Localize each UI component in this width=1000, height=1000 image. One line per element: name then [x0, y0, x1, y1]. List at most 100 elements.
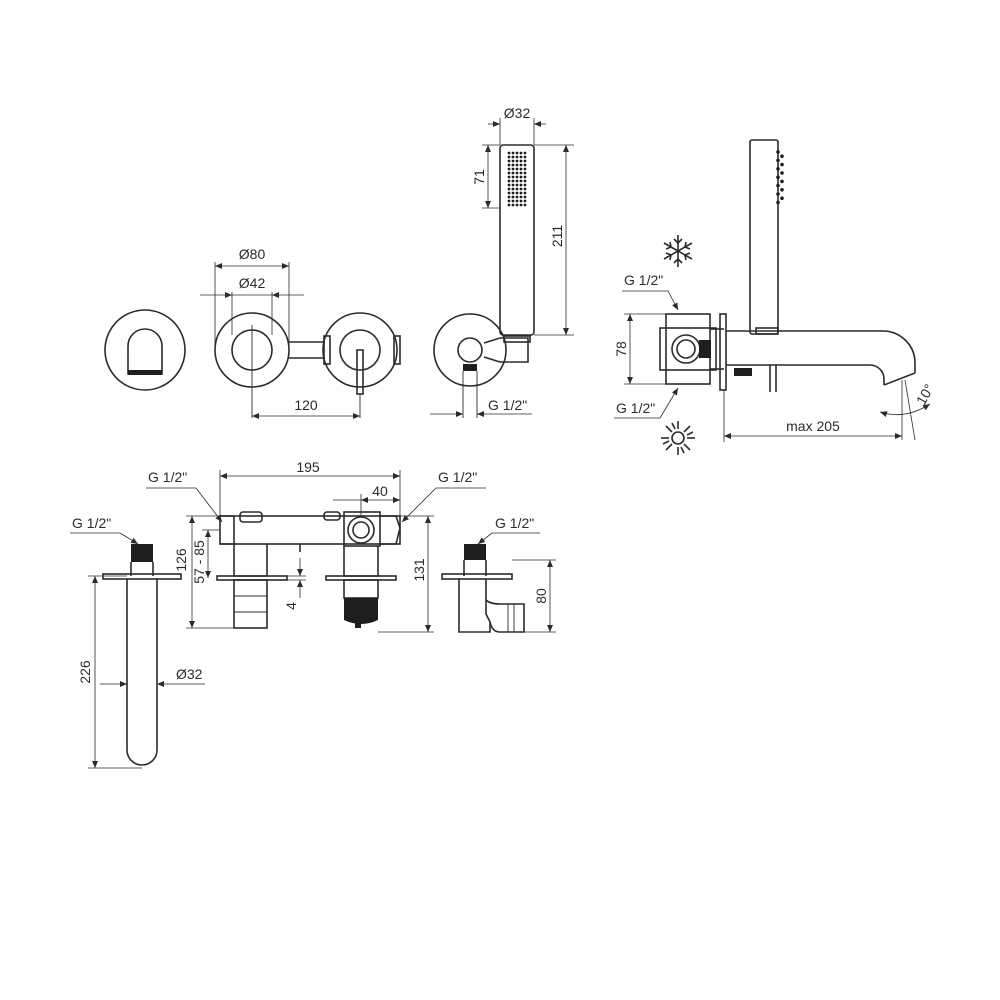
nozzle-dot: [507, 175, 511, 179]
nozzle-dot: [519, 175, 523, 179]
nozzle-dot: [519, 191, 523, 195]
nozzle-dot: [519, 179, 523, 183]
label-195: 195: [296, 459, 320, 475]
nozzle-dot: [511, 199, 515, 203]
dim-rosette-outer: Ø80: [214, 246, 290, 350]
nozzle-dot: [511, 195, 515, 199]
connecting-pipe: [289, 335, 331, 365]
label-d80: Ø80: [239, 246, 266, 262]
dim-head-length: 71: [471, 144, 500, 209]
side-handshower: [749, 139, 779, 335]
label-d32-spout: Ø32: [176, 666, 203, 682]
dim-height78: 78: [613, 313, 666, 385]
shower-nozzles: [507, 151, 527, 207]
nozzle-dot: [511, 183, 515, 187]
side-nozzle-dot: [780, 188, 784, 192]
label-71: 71: [471, 169, 487, 185]
nozzle-dot: [523, 199, 527, 203]
nozzle-dot: [515, 171, 519, 175]
nozzle-dot: [515, 155, 519, 159]
label-g12-holder: G 1/2": [495, 515, 534, 531]
nozzle-dot: [515, 163, 519, 167]
nozzle-dot: [523, 151, 527, 155]
label-max205: max 205: [786, 418, 840, 434]
dim-angle: 10°: [879, 379, 937, 441]
nozzle-dot: [523, 171, 527, 175]
shower-holder-rosette: [433, 313, 531, 418]
mixer-rosette: [322, 312, 401, 418]
nozzle-dot: [523, 167, 527, 171]
nozzle-dot: [511, 163, 515, 167]
dim-spacing: 120: [252, 397, 360, 419]
label-211: 211: [549, 225, 565, 248]
nozzle-dot: [515, 199, 519, 203]
label-d42: Ø42: [239, 275, 266, 291]
nozzle-dot: [523, 163, 527, 167]
nozzle-dot: [523, 195, 527, 199]
nozzle-dot: [507, 159, 511, 163]
nozzle-dot: [515, 183, 519, 187]
dim-inlet-cold: G 1/2": [622, 272, 679, 311]
side-nozzle-dot: [776, 167, 780, 171]
nozzle-dot: [519, 151, 523, 155]
side-body: [659, 313, 752, 391]
nozzle-dot: [511, 191, 515, 195]
nozzle-dot: [511, 171, 515, 175]
label-4: 4: [283, 602, 299, 610]
side-nozzle-dot: [776, 175, 780, 179]
dim-handshower-length: 211: [534, 144, 574, 336]
label-g12-spout: G 1/2": [72, 515, 111, 531]
label-78: 78: [613, 341, 629, 357]
nozzle-dot: [511, 159, 515, 163]
label-angle: 10°: [913, 381, 937, 407]
dim-rosette-inner: Ø42: [200, 275, 304, 335]
label-g12-outlet: G 1/2": [488, 397, 527, 413]
spout-rosette: [104, 309, 186, 391]
nozzle-dot: [523, 187, 527, 191]
nozzle-dot: [515, 203, 519, 207]
side-nozzle-dot: [776, 158, 780, 163]
nozzle-dot: [507, 163, 511, 167]
label-80: 80: [533, 588, 549, 604]
nozzle-dot: [511, 167, 515, 171]
nozzle-dot: [515, 167, 519, 171]
label-120: 120: [294, 397, 318, 413]
nozzle-dot: [523, 203, 527, 207]
side-nozzle-dot: [776, 150, 780, 154]
label-d32-handshower: Ø32: [504, 105, 531, 121]
nozzle-dot: [519, 163, 523, 167]
dim-outlet-thread: G 1/2": [430, 397, 532, 417]
nozzle-dot: [515, 191, 519, 195]
label-g12-body-left: G 1/2": [148, 469, 187, 485]
holder-section: G 1/2" 80: [441, 515, 556, 633]
nozzle-dot: [515, 195, 519, 199]
nozzle-dot: [507, 183, 511, 187]
side-nozzle-dot: [780, 162, 784, 167]
snowflake-icon: [663, 235, 693, 267]
nozzle-dot: [507, 187, 511, 191]
nozzle-dot: [507, 191, 511, 195]
label-g12-hot: G 1/2": [616, 400, 655, 416]
nozzle-dot: [515, 175, 519, 179]
side-nozzle-dot: [776, 183, 780, 188]
label-40: 40: [372, 483, 388, 499]
nozzle-dot: [507, 151, 511, 155]
nozzle-dot: [519, 155, 523, 159]
spout-section: G 1/2" 226 Ø32: [70, 515, 205, 769]
nozzle-dot: [507, 155, 511, 159]
nozzle-dot: [507, 195, 511, 199]
nozzle-dot: [523, 155, 527, 159]
nozzle-dot: [519, 187, 523, 191]
side-nozzle-dot: [776, 200, 780, 205]
nozzle-dot: [511, 187, 515, 191]
nozzle-dot: [515, 159, 519, 163]
nozzle-dot: [523, 183, 527, 187]
side-nozzles: [776, 150, 784, 205]
nozzle-dot: [511, 155, 515, 159]
nozzle-dot: [515, 187, 519, 191]
sun-icon: [661, 421, 695, 455]
dim-handshower-diameter: Ø32: [488, 105, 546, 145]
side-nozzle-dot: [780, 154, 784, 158]
side-nozzle-dot: [780, 179, 784, 184]
nozzle-dot: [519, 195, 523, 199]
